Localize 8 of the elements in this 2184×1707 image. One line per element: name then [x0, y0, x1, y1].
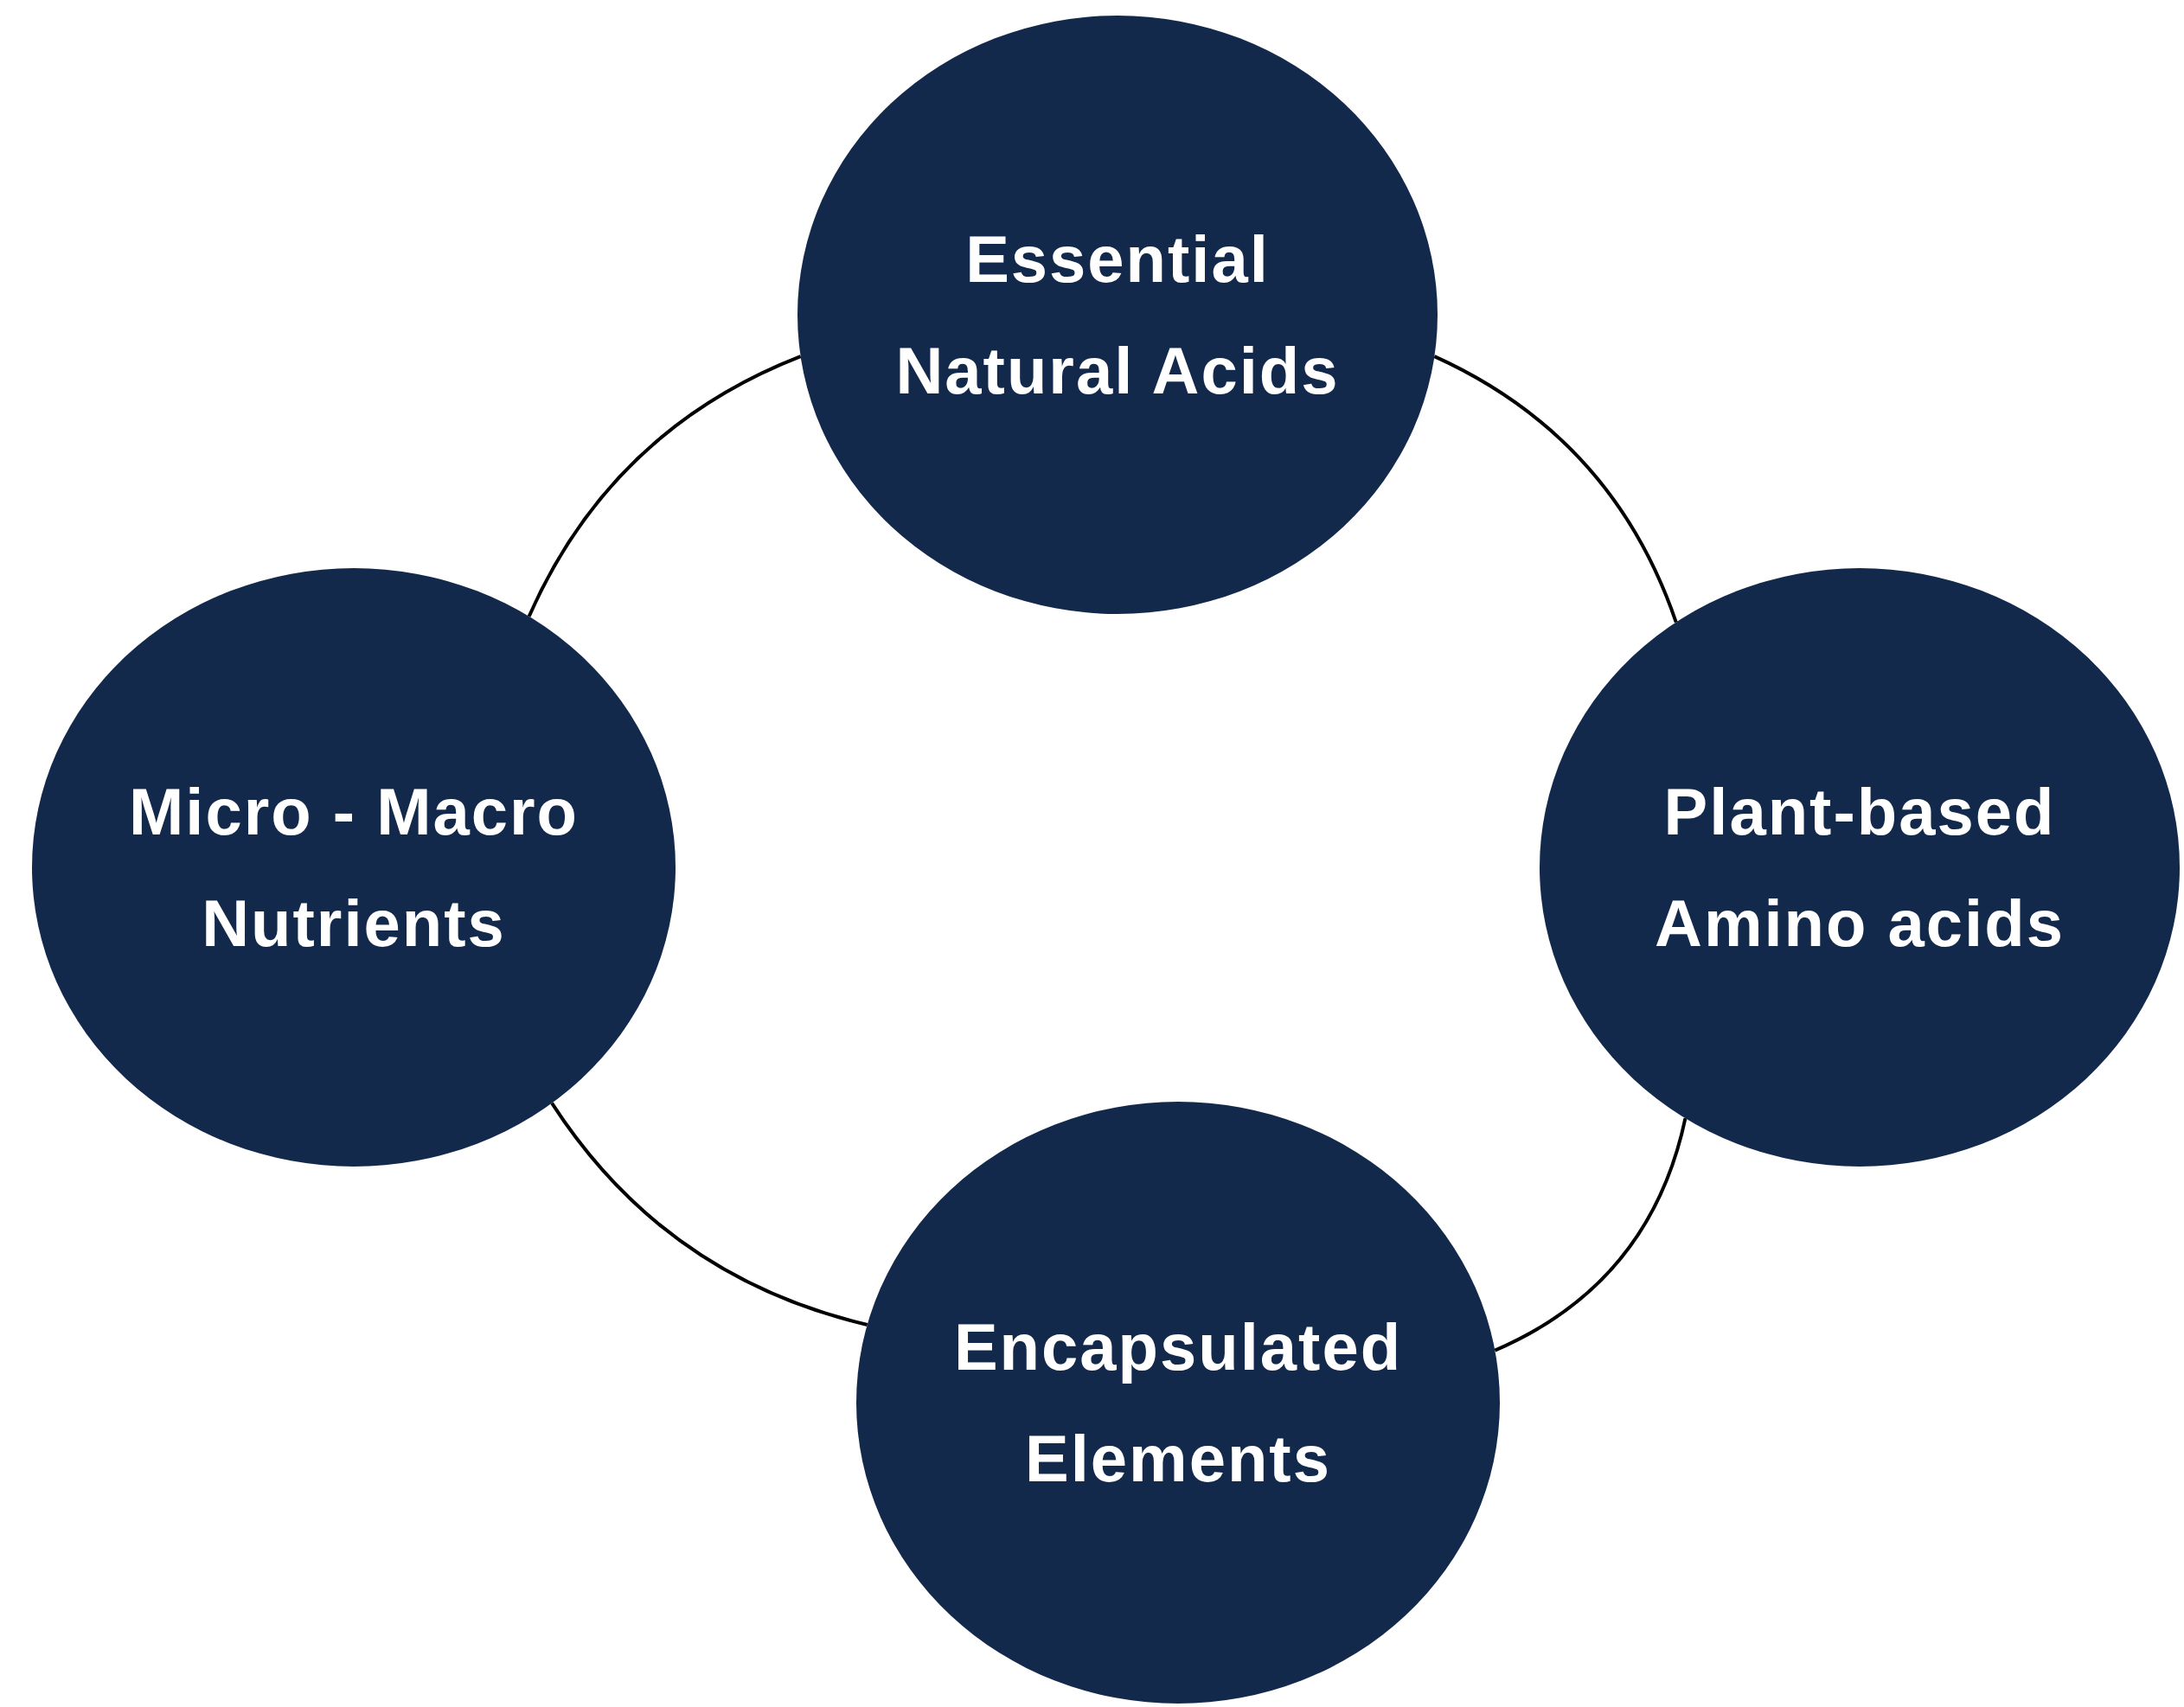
topic-label: Essential Natural Acids — [894, 221, 1341, 409]
connector-line — [550, 1102, 868, 1327]
topic-label: Encapsulated Elements — [952, 1308, 1404, 1497]
topic-label: Micro - Macro Nutrients — [127, 773, 580, 962]
connector-line — [527, 355, 802, 617]
connector-line — [1433, 355, 1678, 623]
connector-line — [1494, 1117, 1688, 1352]
topic-label: Plant-based Amino acids — [1654, 773, 2066, 962]
